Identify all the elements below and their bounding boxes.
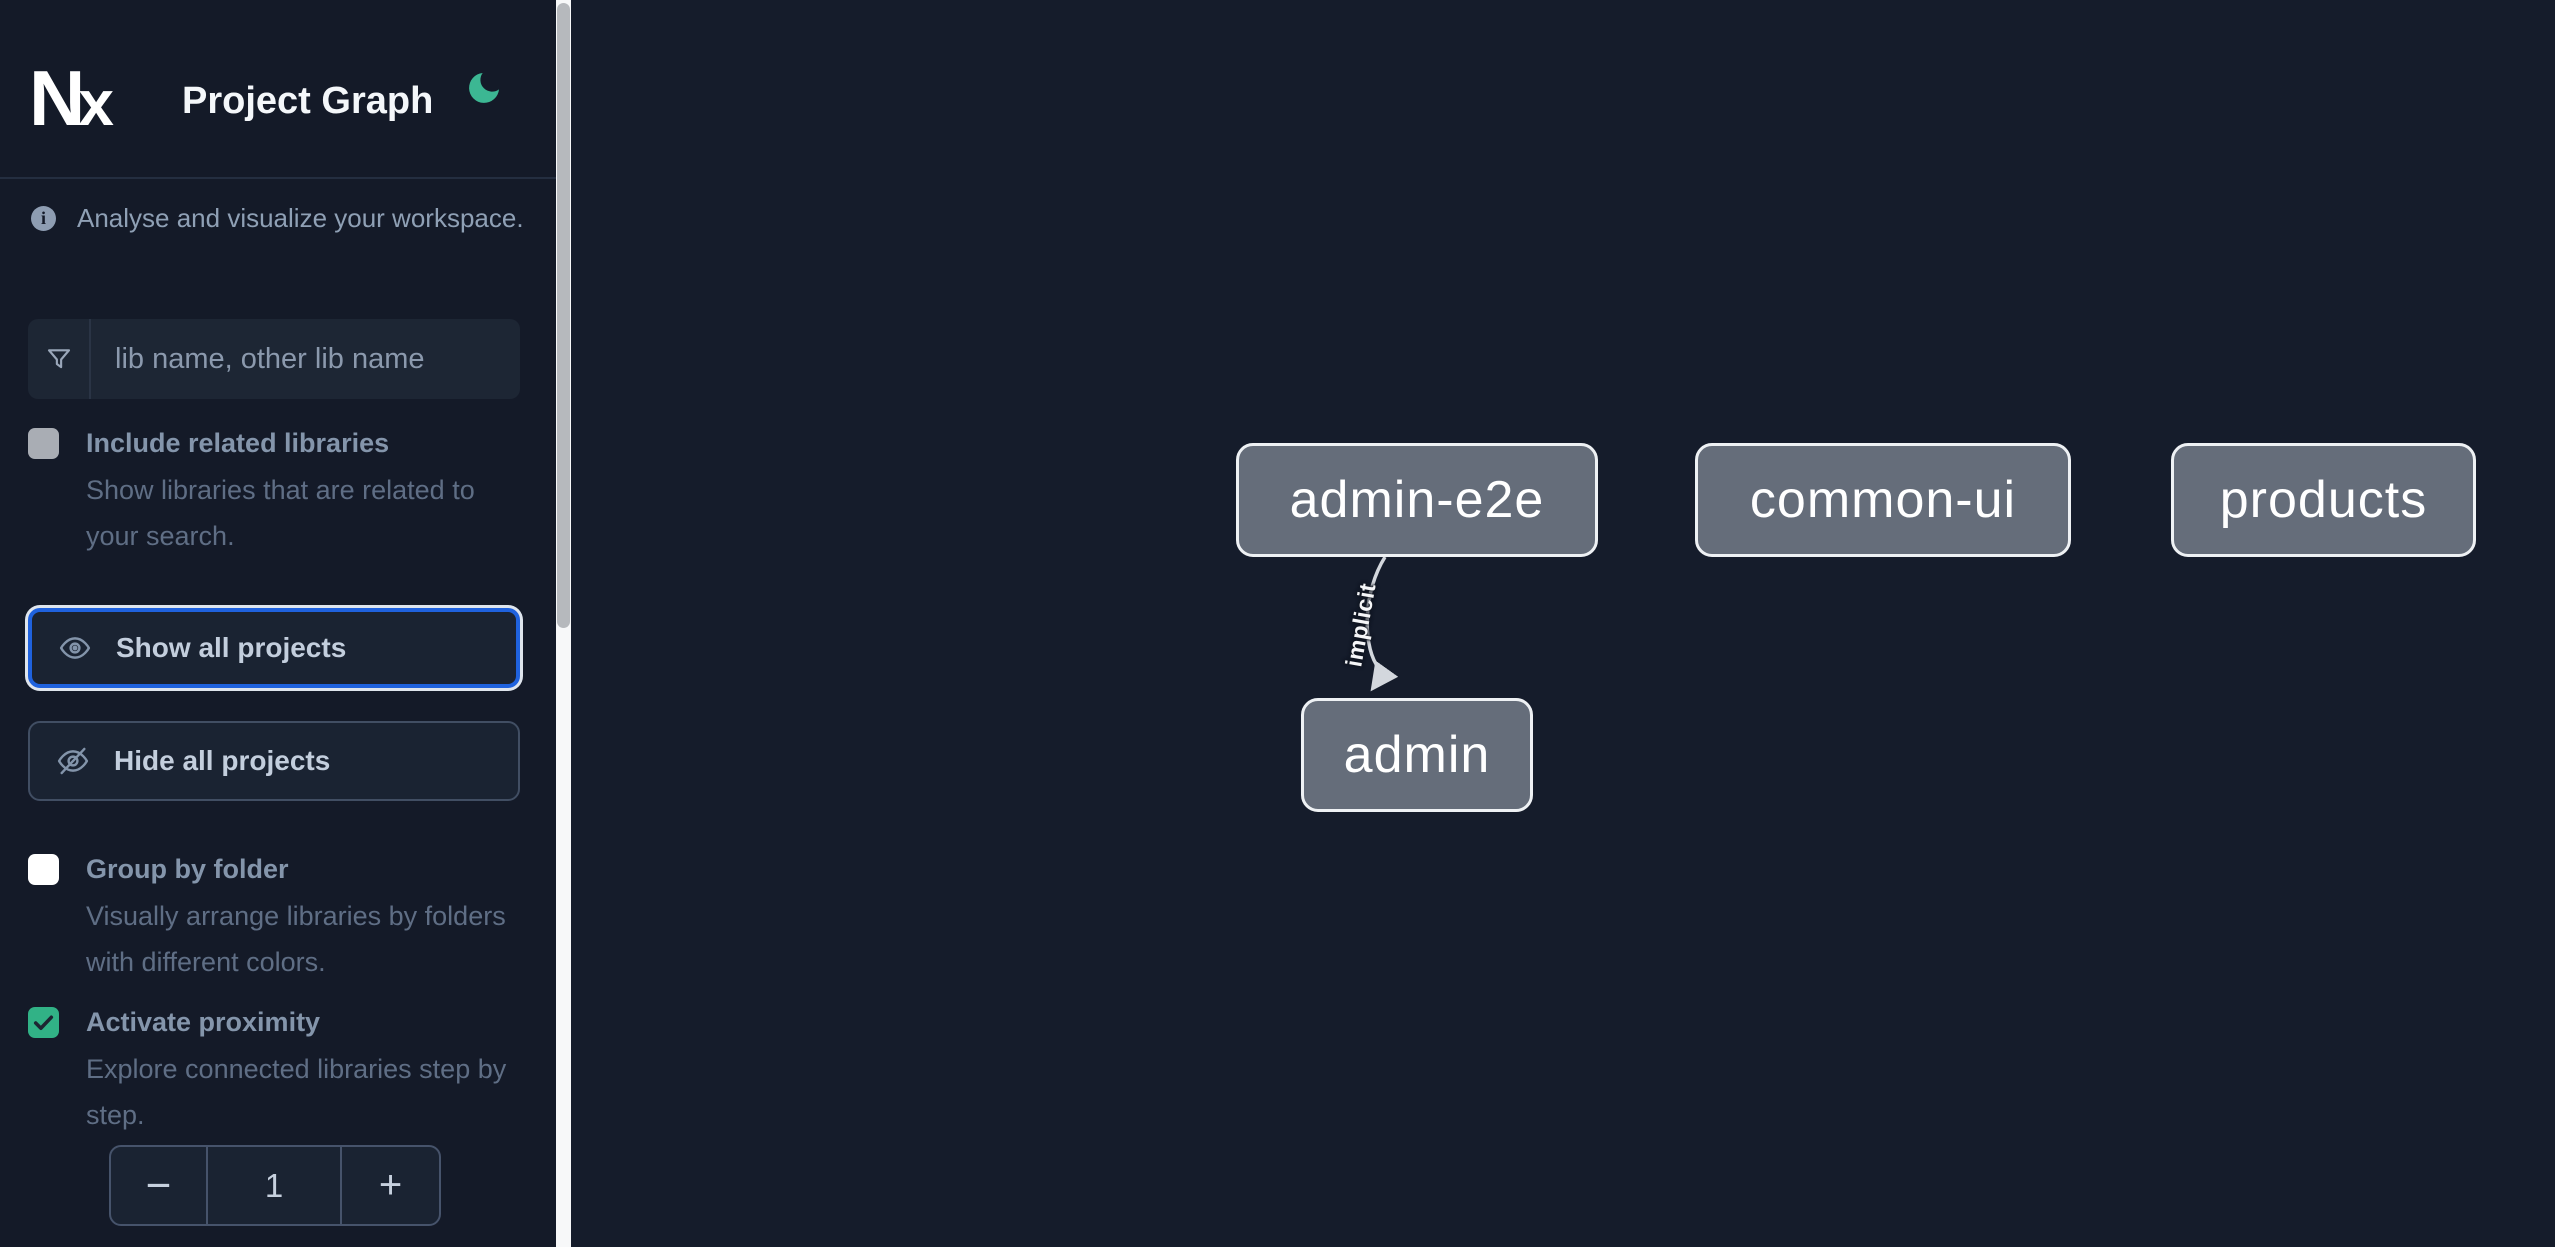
hide-all-projects-button[interactable]: Hide all projects	[28, 721, 520, 801]
activate-proximity-description: Explore connected libraries step by step…	[86, 1054, 507, 1130]
decrease-depth-button[interactable]: −	[111, 1147, 208, 1224]
sidebar: Nx Project Graph i Analyse and visualize…	[0, 0, 571, 1247]
activate-proximity-label[interactable]: Activate proximity	[86, 1007, 321, 1037]
intro-row: i Analyse and visualize your workspace.	[31, 203, 524, 234]
sidebar-header: Nx Project Graph	[0, 0, 556, 177]
proximity-depth-stepper: − 1 +	[109, 1145, 441, 1226]
info-icon: i	[31, 206, 56, 231]
project-node-common-ui[interactable]: common-ui	[1695, 443, 2071, 557]
header-divider	[0, 177, 556, 179]
nx-logo: Nx	[29, 54, 114, 142]
graph-canvas[interactable]: admin-e2e common-ui products store-e2e a…	[571, 0, 2555, 1247]
moon-icon	[464, 66, 508, 110]
filter-funnel-icon	[28, 319, 91, 399]
eye-off-icon	[56, 744, 90, 778]
search-input[interactable]	[91, 319, 520, 399]
eye-icon	[58, 631, 92, 665]
include-related-libraries-option: Include related libraries Show libraries…	[28, 425, 518, 559]
theme-toggle-button[interactable]	[464, 64, 508, 112]
show-all-projects-label: Show all projects	[116, 632, 347, 663]
check-icon	[33, 1015, 54, 1030]
include-related-description: Show libraries that are related to your …	[86, 475, 475, 551]
intro-text: Analyse and visualize your workspace.	[77, 203, 524, 233]
activate-proximity-checkbox[interactable]	[28, 1007, 59, 1038]
hide-all-projects-label: Hide all projects	[114, 745, 331, 776]
show-all-projects-button[interactable]: Show all projects	[28, 608, 520, 688]
activate-proximity-option: Activate proximity Explore connected lib…	[28, 1004, 518, 1138]
search-box	[28, 319, 520, 399]
graph-edges	[1365, 556, 1399, 692]
group-by-folder-option: Group by folder Visually arrange librari…	[28, 851, 518, 985]
edge-label-implicit: implicit	[1340, 581, 1381, 669]
include-related-checkbox[interactable]	[28, 428, 59, 459]
project-node-admin-e2e[interactable]: admin-e2e	[1236, 443, 1598, 557]
project-node-products[interactable]: products	[2171, 443, 2476, 557]
depth-value: 1	[264, 1166, 284, 1204]
sidebar-scrollbar-thumb[interactable]	[557, 3, 570, 628]
group-by-folder-checkbox[interactable]	[28, 854, 59, 885]
project-node-admin[interactable]: admin	[1301, 698, 1533, 812]
page-title: Project Graph	[182, 80, 434, 122]
include-related-label[interactable]: Include related libraries	[86, 428, 390, 458]
increase-depth-button[interactable]: +	[340, 1147, 439, 1224]
group-by-folder-description: Visually arrange libraries by folders wi…	[86, 901, 506, 977]
group-by-folder-label[interactable]: Group by folder	[86, 854, 289, 884]
